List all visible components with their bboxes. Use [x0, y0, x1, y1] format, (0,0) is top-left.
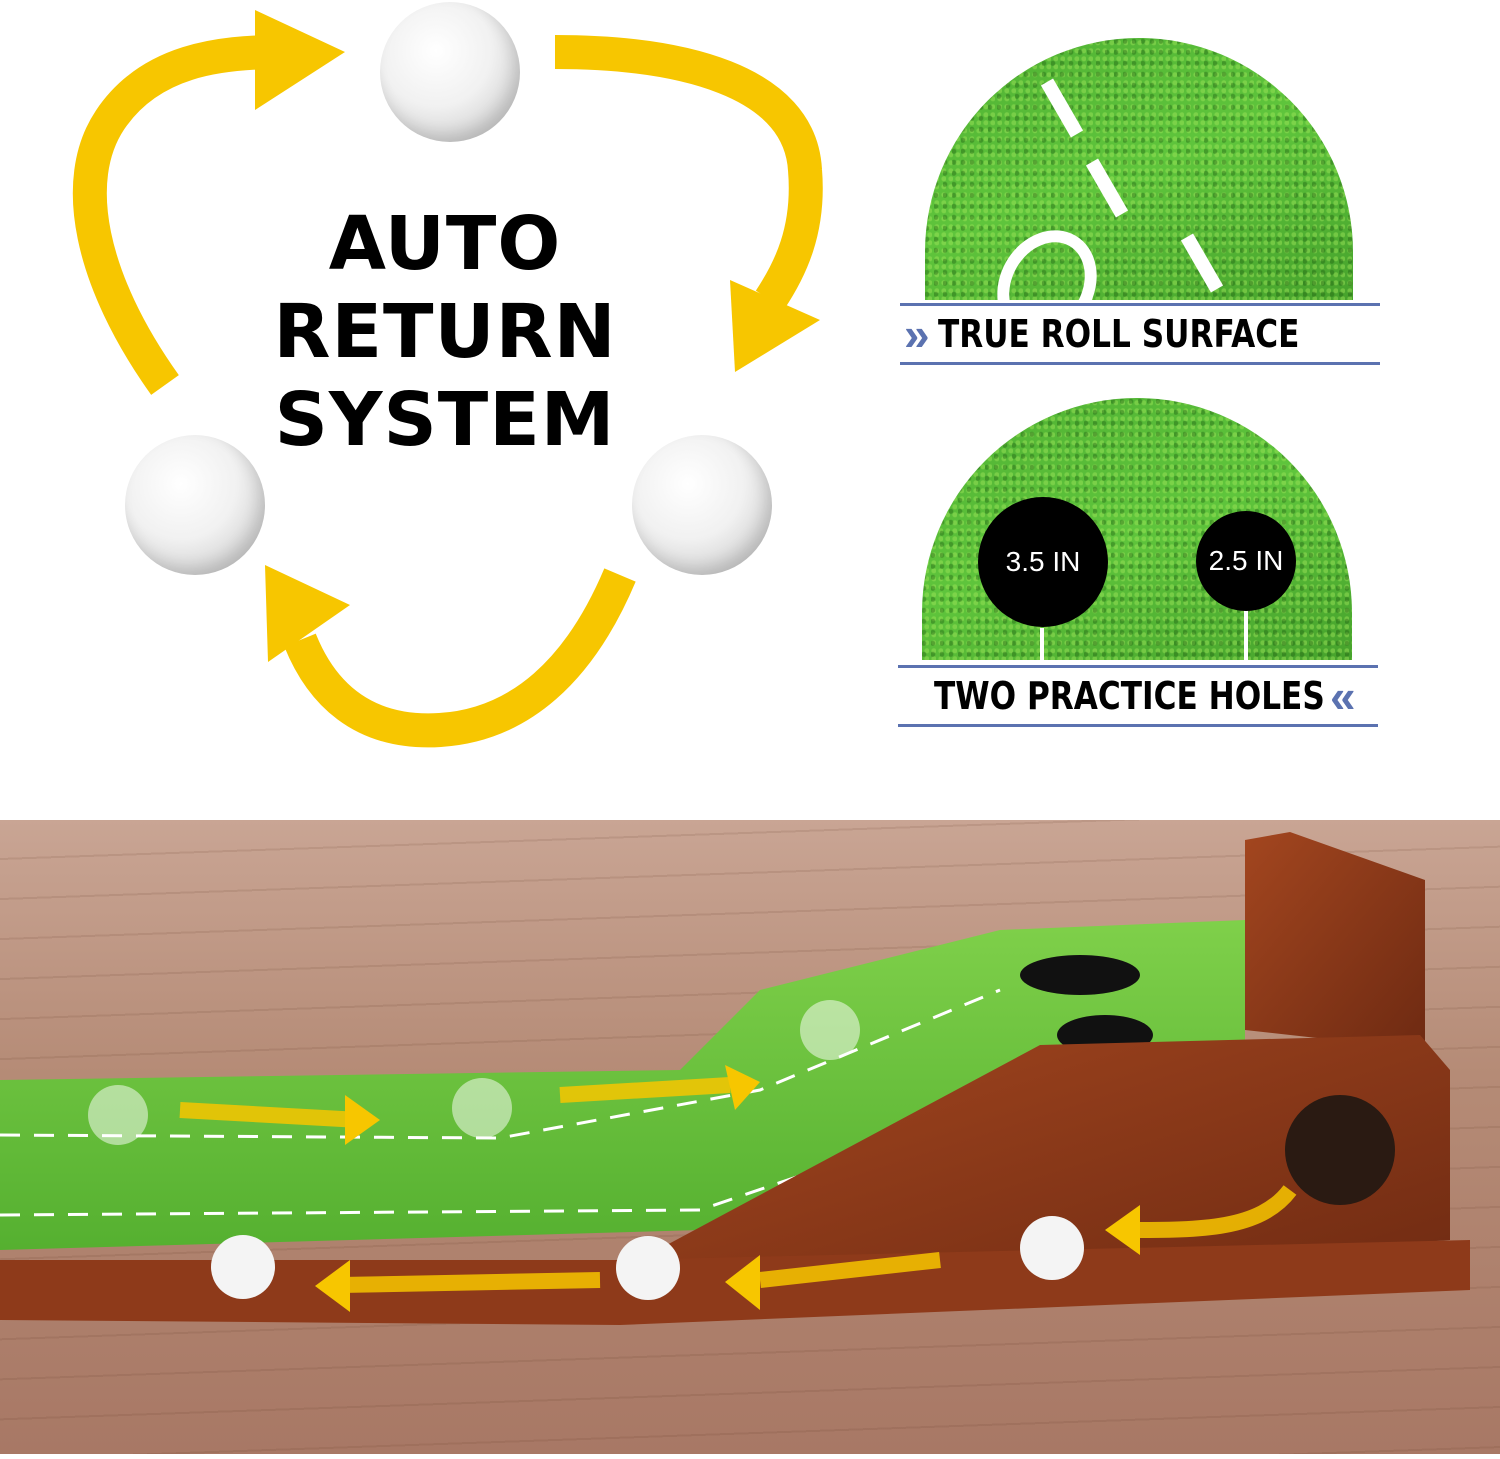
feature-label: TWO PRACTICE HOLES — [934, 674, 1325, 718]
arrow-bottom — [284, 568, 636, 748]
headline-line-2: RETURN — [273, 289, 617, 375]
headline: AUTO RETURN SYSTEM — [200, 200, 690, 464]
cycle-arrows-graphic — [72, 10, 823, 748]
headline-line-1: AUTO — [328, 201, 562, 287]
headline-line-3: SYSTEM — [274, 377, 616, 463]
golf-ball-top — [380, 2, 520, 142]
hole-size-label: 3.5 IN — [1005, 546, 1081, 577]
feature-label: TRUE ROLL SURFACE — [937, 312, 1300, 356]
chevron-left-double-icon: « — [1330, 670, 1355, 722]
golf-ball-right — [632, 435, 772, 575]
hole-3-5-in: 3.5 IN — [978, 497, 1108, 627]
hole-size-label: 2.5 IN — [1208, 545, 1284, 576]
feature-band-practice-holes: TWO PRACTICE HOLES « — [898, 665, 1378, 727]
hole-2-5-in: 2.5 IN — [1196, 511, 1296, 611]
backstop — [1245, 832, 1425, 1050]
chevron-right-double-icon: » — [904, 308, 929, 360]
putting-mat-photo — [0, 820, 1500, 1454]
putting-mat-illustration — [0, 832, 1470, 1325]
side-ramp — [620, 1035, 1450, 1300]
practice-holes-image: 3.5 IN 2.5 IN — [922, 398, 1352, 660]
true-roll-surface-image — [925, 38, 1353, 300]
arrow-top-left — [72, 35, 281, 395]
golf-ball-left — [125, 435, 265, 575]
arrow-top-right — [554, 35, 823, 310]
feature-band-true-roll: » TRUE ROLL SURFACE — [900, 303, 1380, 365]
